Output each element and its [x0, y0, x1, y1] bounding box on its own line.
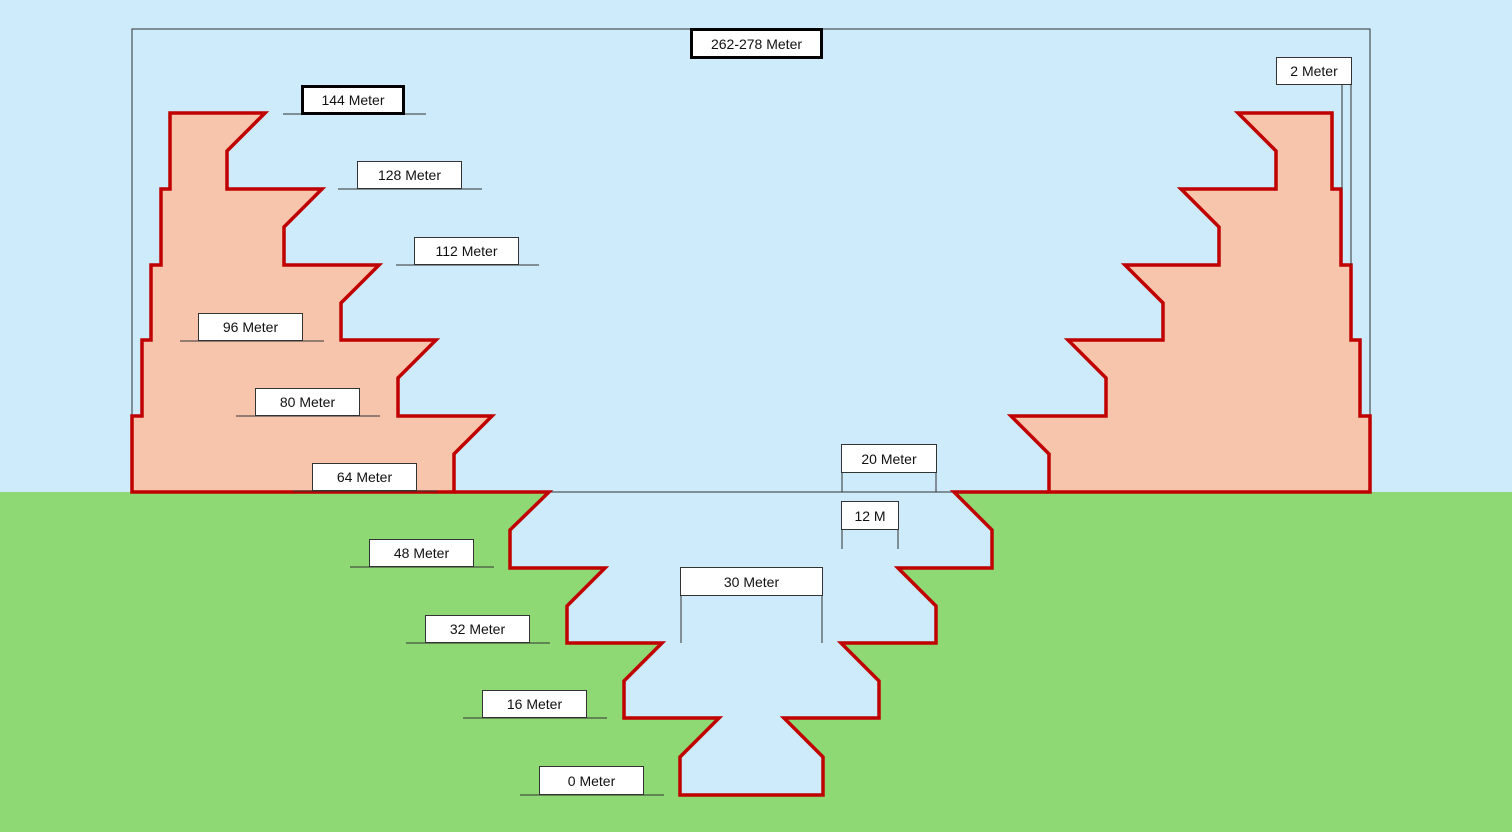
left-wall — [130, 111, 497, 494]
level-label-128: 128 Meter — [357, 161, 462, 189]
level-label-0: 0 Meter — [539, 766, 644, 795]
level-label-144: 144 Meter — [301, 85, 405, 115]
level-label-112: 112 Meter — [414, 237, 519, 265]
width-label-12: 12 M — [841, 501, 899, 530]
level-label-96: 96 Meter — [198, 313, 303, 341]
overall-width-label: 262-278 Meter — [690, 28, 823, 59]
level-label-16: 16 Meter — [482, 690, 587, 718]
level-label-48: 48 Meter — [369, 539, 474, 567]
wall-top-width-label: 2 Meter — [1276, 57, 1352, 85]
right-wall — [1006, 111, 1372, 494]
width-label-30: 30 Meter — [680, 567, 823, 596]
level-label-64: 64 Meter — [312, 463, 417, 491]
level-label-32: 32 Meter — [425, 615, 530, 643]
level-label-80: 80 Meter — [255, 388, 360, 416]
pit-interior — [510, 492, 992, 795]
pit-outline — [454, 490, 1049, 797]
width-label-20: 20 Meter — [841, 444, 937, 473]
width-brackets — [680, 85, 1352, 643]
